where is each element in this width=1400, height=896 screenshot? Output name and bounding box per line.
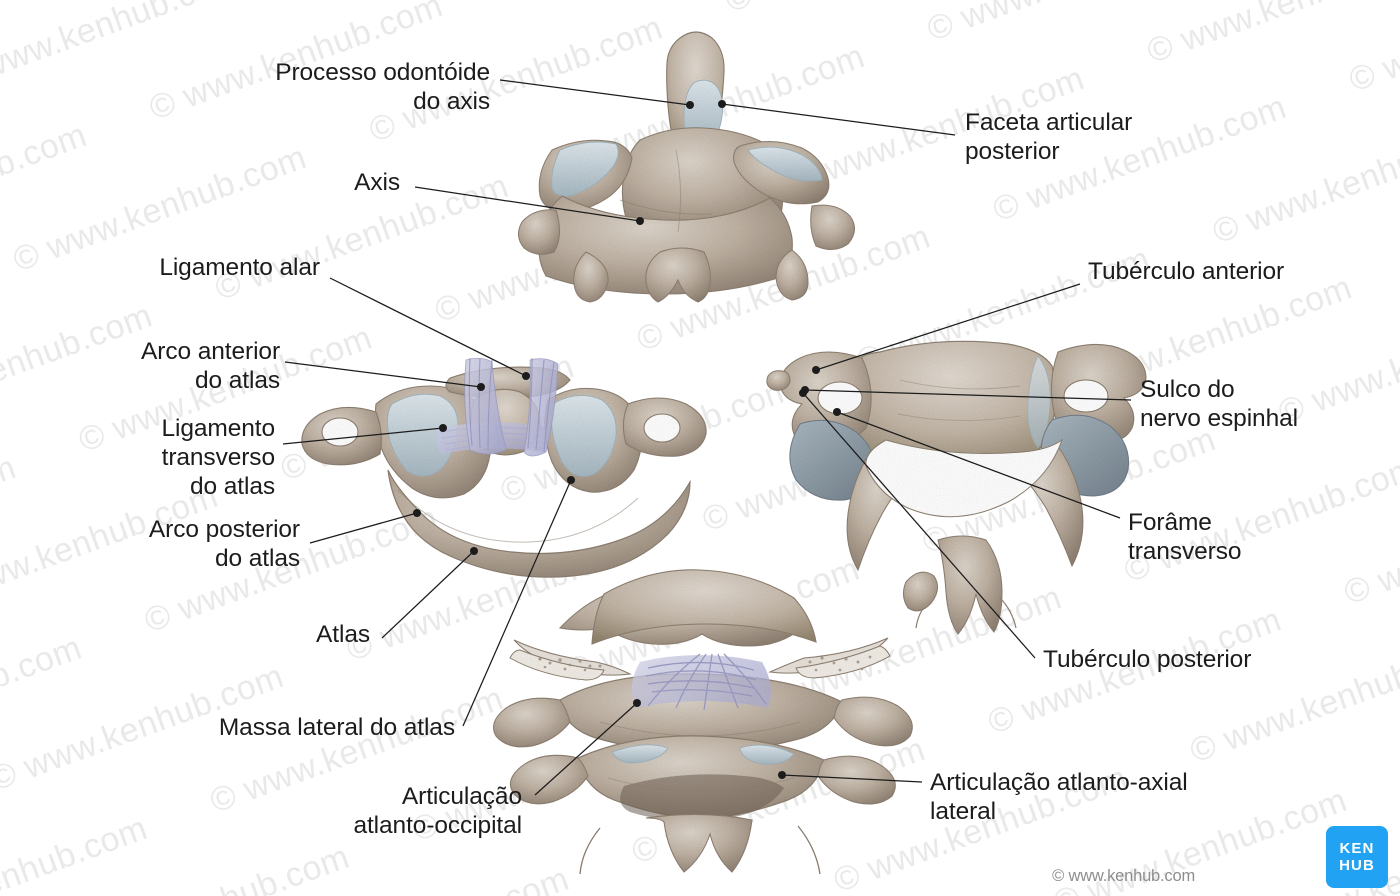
label-forame-transverso: Forâme transverso bbox=[1128, 509, 1242, 565]
label-articulacao-atlanto-axial-lateral: Articulação atlanto-axial lateral bbox=[930, 769, 1188, 825]
label-ligamento-transverso-do-atlas: Ligamento transverso do atlas bbox=[161, 415, 275, 500]
kenhub-logo-line2: HUB bbox=[1339, 857, 1375, 874]
kenhub-logo[interactable]: KEN HUB bbox=[1326, 826, 1388, 888]
label-atlas: Atlas bbox=[316, 621, 370, 648]
label-arco-posterior-do-atlas: Arco posterior do atlas bbox=[148, 516, 300, 572]
label-ligamento-alar: Ligamento alar bbox=[159, 254, 320, 281]
label-faceta-articular-posterior: Faceta articular posterior bbox=[965, 109, 1133, 165]
label-processo-odontoide-do-axis: Processo odontóide do axis bbox=[275, 59, 490, 115]
label-arco-anterior-do-atlas: Arco anterior do atlas bbox=[141, 338, 280, 394]
label-tuberculo-posterior: Tubérculo posterior bbox=[1043, 646, 1252, 673]
leader-line-faceta-articular-posterior bbox=[721, 103, 956, 136]
label-articulacao-atlanto-occipital: Articulação atlanto-occipital bbox=[353, 783, 522, 839]
kenhub-logo-line1: KEN bbox=[1339, 840, 1375, 857]
copyright-credit: © www.kenhub.com bbox=[1052, 867, 1195, 885]
label-massa-lateral-do-atlas: Massa lateral do atlas bbox=[218, 714, 455, 741]
label-sulco-do-nervo-espinhal: Sulco do nervo espinhal bbox=[1140, 376, 1298, 432]
leader-line-processo-odontoide-do-axis bbox=[499, 79, 691, 106]
label-axis: Axis bbox=[354, 169, 400, 196]
label-tuberculo-anterior: Tubérculo anterior bbox=[1088, 258, 1285, 285]
